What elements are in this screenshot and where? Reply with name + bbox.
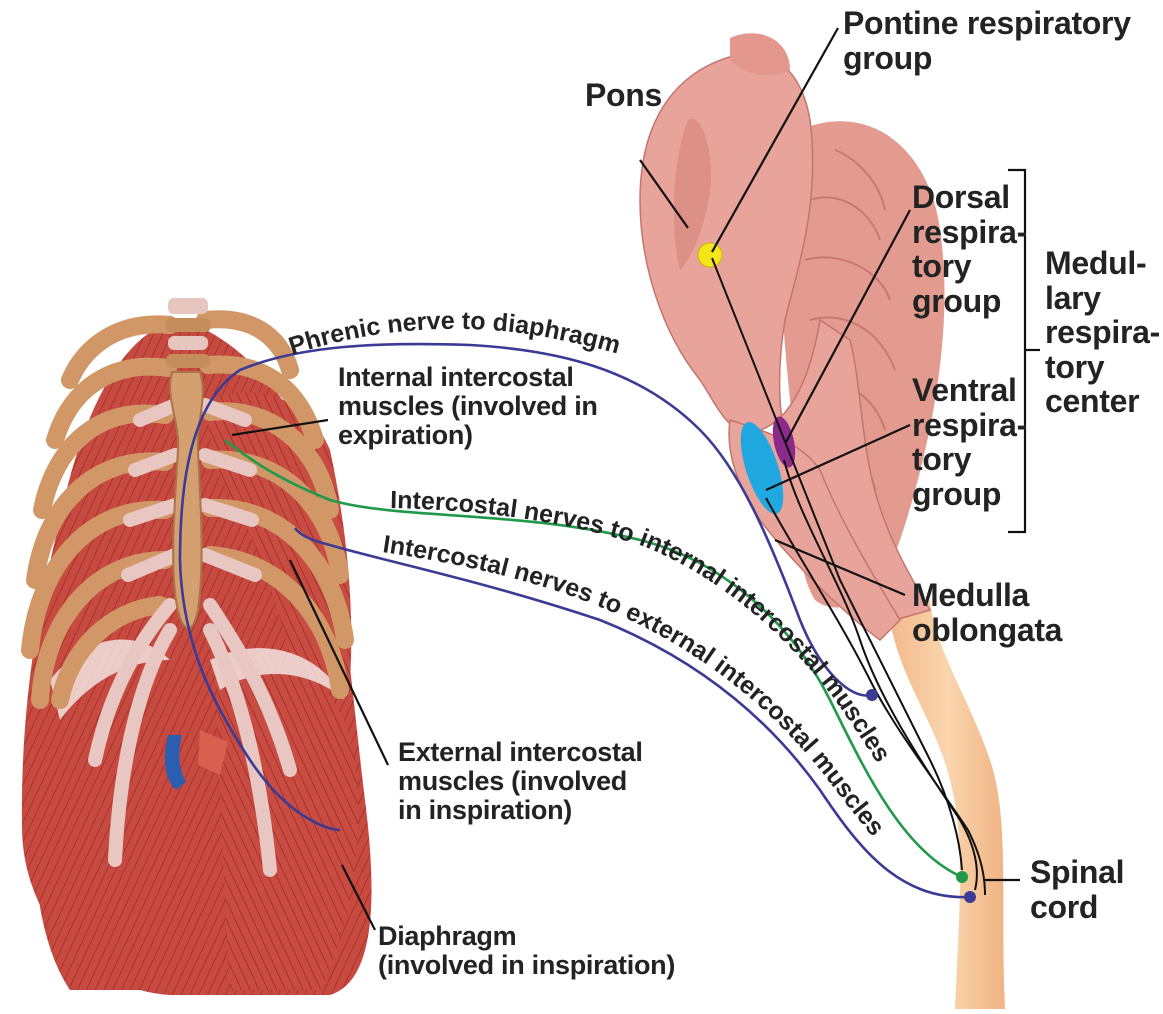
internal-synapse <box>956 871 968 883</box>
external-intercostal-label: External intercostal muscles (involved i… <box>398 738 643 825</box>
phrenic-nerve-label: Phrenic nerve to diaphragm <box>285 307 623 361</box>
sternum <box>170 372 203 628</box>
diaphragm-label: Diaphragm (involved in inspiration) <box>378 922 675 980</box>
dorsal-group-label: Dorsal respira- tory group <box>912 180 1027 318</box>
internal-intercostal-label: Internal intercostal muscles (involved i… <box>338 363 598 450</box>
spinal-cord-label: Spinal cord <box>1030 855 1124 924</box>
medullary-center-label: Medul- lary respira- tory center <box>1045 246 1160 419</box>
pontine-group-label: Pontine respiratory group <box>843 6 1131 75</box>
pontine-respiratory-group-marker <box>698 243 722 267</box>
phrenic-synapse <box>866 689 878 701</box>
pons-label: Pons <box>585 78 662 113</box>
rib-cage <box>22 298 372 995</box>
medulla-label: Medulla oblongata <box>912 578 1062 647</box>
external-synapse <box>964 891 976 903</box>
ventral-group-label: Ventral respira- tory group <box>912 373 1027 511</box>
